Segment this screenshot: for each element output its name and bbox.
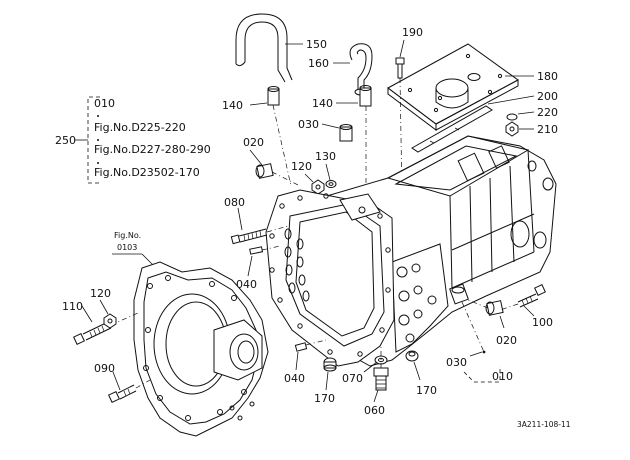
callout-090: 090 xyxy=(94,362,115,375)
callout-010: 010 xyxy=(492,370,513,383)
cover-plate-180 xyxy=(387,43,519,131)
bush-020-lower xyxy=(457,295,504,316)
callout-160: 160 xyxy=(308,57,329,70)
group-item-fig-235: Fig.No.D23502-170 xyxy=(94,166,200,179)
callout-060: 060 xyxy=(364,404,385,417)
callout-170-right: 170 xyxy=(416,384,437,397)
callout-020-upper: 020 xyxy=(243,136,264,149)
callout-140-right: 140 xyxy=(312,97,333,110)
callout-200: 200 xyxy=(537,90,558,103)
fitting-140-left xyxy=(267,86,292,187)
bolt-080 xyxy=(230,225,289,245)
plug-060 xyxy=(373,346,389,391)
callout-130: 130 xyxy=(315,150,336,163)
nut-120-lower xyxy=(103,313,117,329)
bolt-110 xyxy=(73,311,141,345)
callout-070: 070 xyxy=(342,372,363,385)
document-code: 3A211-108-11 xyxy=(517,420,571,429)
callout-030-lower: 030 xyxy=(446,356,467,369)
callout-180: 180 xyxy=(537,70,558,83)
plug-030-lower xyxy=(449,283,486,354)
pin-040-upper xyxy=(249,245,281,255)
group-item-010: 010 xyxy=(94,97,115,110)
bolt-090 xyxy=(108,379,151,403)
callout-040-upper: 040 xyxy=(236,278,257,291)
plug-170-left xyxy=(323,357,337,372)
callout-150: 150 xyxy=(306,38,327,51)
bush-020-upper xyxy=(255,163,301,187)
flywheel-housing xyxy=(133,261,269,437)
hose-part-160 xyxy=(349,43,373,96)
hose-part-150 xyxy=(235,13,293,83)
callout-140-left: 140 xyxy=(222,99,243,112)
callout-170-left: 170 xyxy=(314,392,335,405)
callout-080: 080 xyxy=(224,196,245,209)
washer-130 xyxy=(325,180,337,188)
group-item-fig-225: Fig.No.D225-220 xyxy=(94,121,186,134)
plug-170-right xyxy=(405,350,419,362)
group-bracket-010: 010 xyxy=(463,366,513,383)
plug-210 xyxy=(505,121,519,137)
callout-030-upper: 030 xyxy=(298,118,319,131)
group-bracket: 250 010 Fig.No.D225-220 Fig.No.D227-280-… xyxy=(55,96,211,184)
callout-210: 210 xyxy=(537,123,558,136)
callout-190: 190 xyxy=(402,26,423,39)
fig-reference: Fig.No. 0103 xyxy=(112,231,157,269)
fig-ref-line1: Fig.No. xyxy=(114,231,141,240)
callout-020-lower: 020 xyxy=(496,334,517,347)
callout-120-lower: 120 xyxy=(90,287,111,300)
callout-220: 220 xyxy=(537,106,558,119)
callout-100: 100 xyxy=(532,316,553,329)
plug-220 xyxy=(506,113,518,121)
group-item-fig-227: Fig.No.D227-280-290 xyxy=(94,143,211,156)
callout-120-upper: 120 xyxy=(291,160,312,173)
fitting-140-right xyxy=(359,85,372,196)
fig-ref-line2: 0103 xyxy=(117,243,137,252)
group-number-label: 250 xyxy=(55,134,76,147)
nut-120-upper xyxy=(311,179,325,195)
callout-040-lower: 040 xyxy=(284,372,305,385)
gasket-200 xyxy=(411,105,493,153)
pin-040-lower xyxy=(294,339,327,352)
plug-030-upper xyxy=(339,124,353,142)
callout-110: 110 xyxy=(62,300,83,313)
transmission-case xyxy=(265,135,557,367)
bolt-100 xyxy=(499,284,546,311)
